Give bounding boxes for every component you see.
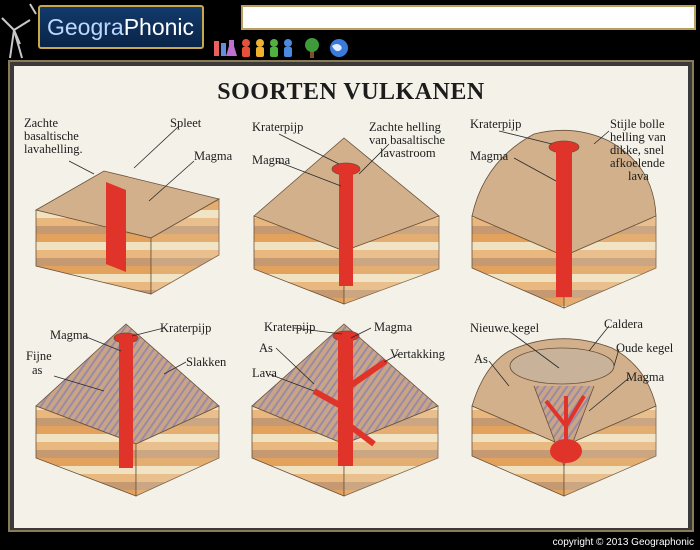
cinder-cone-diagram (35, 323, 220, 497)
diagram-canvas (34, 125, 657, 497)
label-kraterpijp-4: Kraterpijp (160, 321, 212, 335)
volcano-chart: SOORTEN VULKANEN (14, 66, 688, 528)
label-nieuwe-kegel: Nieuwe kegel (470, 321, 540, 335)
label-zachte: Zachte (24, 116, 59, 130)
label-magma-3: Magma (470, 149, 509, 163)
label-stijle-bolle: Stijle bolle (610, 117, 665, 131)
chart-title: SOORTEN VULKANEN (217, 79, 485, 105)
copyright-text: copyright © 2013 Geographonic (552, 537, 694, 548)
label-magma-6: Magma (626, 370, 665, 384)
label-magma-1: Magma (194, 149, 233, 163)
label-basaltische: basaltische (24, 129, 79, 143)
label-caldera: Caldera (604, 317, 643, 331)
label-kraterpijp-5: Kraterpijp (264, 320, 316, 334)
label-lavastroom: lavastroom (380, 146, 436, 160)
label-spleet: Spleet (170, 116, 202, 130)
label-afkoelende: afkoelende (610, 156, 665, 170)
label-magma-2: Magma (252, 153, 291, 167)
shield-volcano-diagram (253, 137, 440, 305)
logo-text-part2: Phonic (123, 13, 195, 40)
label-magma-5: Magma (374, 320, 413, 334)
label-van-basaltische: van basaltische (369, 133, 446, 147)
toolbar-icons (212, 38, 352, 58)
label-lava-3: lava (628, 169, 649, 183)
tree-icon[interactable] (300, 38, 324, 58)
label-zachte-helling: Zachte helling (369, 120, 441, 134)
label-slakken: Slakken (186, 355, 227, 369)
flask-icon[interactable] (212, 38, 238, 58)
label-lavahelling: lavahelling. (24, 142, 83, 156)
lava-dome-diagram (471, 129, 657, 309)
label-helling-van: helling van (610, 130, 666, 144)
label-fijne: Fijne (26, 349, 52, 363)
label-kraterpijp-2: Kraterpijp (252, 120, 304, 134)
stratovolcano-diagram (251, 323, 439, 497)
caldera-diagram (471, 338, 657, 497)
label-magma-4: Magma (50, 328, 89, 342)
search-input[interactable] (241, 5, 696, 30)
globe-icon[interactable] (326, 38, 352, 58)
windmill-icon (1, 3, 37, 59)
people-icon[interactable] (240, 38, 298, 58)
label-lava-5: Lava (252, 366, 277, 380)
label-dikke-snel: dikke, snel (610, 143, 665, 157)
label-oude-kegel: Oude kegel (616, 341, 674, 355)
label-vertakking: Vertakking (390, 347, 445, 361)
label-as-6: As (474, 352, 488, 366)
logo-text-part1: Geogra (47, 13, 124, 40)
label-kraterpijp-3: Kraterpijp (470, 117, 522, 131)
label-as-5: As (259, 341, 273, 355)
label-as-4: as (32, 363, 43, 377)
fissure-volcano-diagram (34, 170, 221, 295)
leader-lines (53, 125, 630, 412)
